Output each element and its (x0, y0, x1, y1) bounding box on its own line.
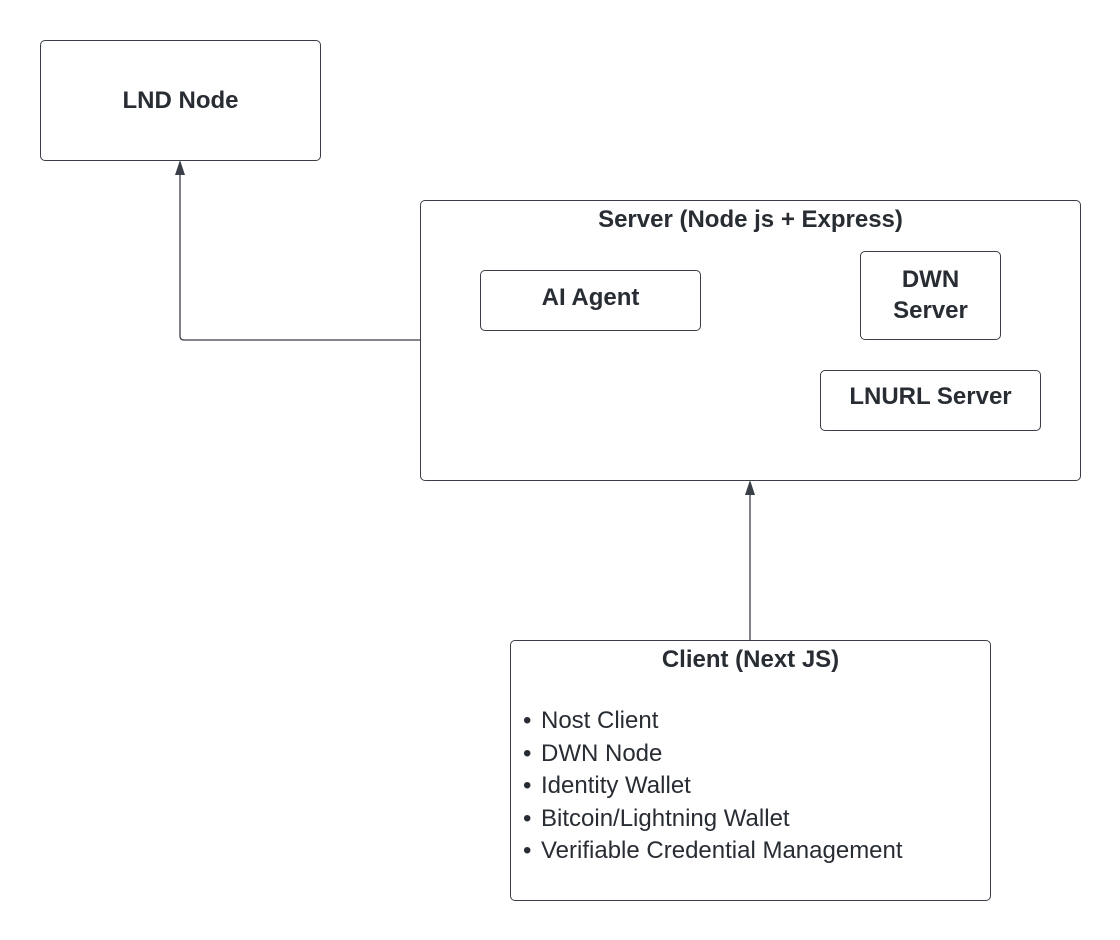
list-item: Verifiable Credential Management (523, 835, 903, 868)
list-item: Identity Wallet (523, 770, 903, 803)
lnd-node-box[interactable]: LND Node (40, 40, 321, 161)
ai-agent-box[interactable]: AI Agent (480, 270, 701, 331)
dwn-server-box[interactable]: DWN Server (860, 251, 1001, 340)
client-box[interactable]: Client (Next JS) Nost Client DWN Node Id… (510, 640, 991, 901)
list-item: Bitcoin/Lightning Wallet (523, 803, 903, 836)
lnd-node-label: LND Node (122, 87, 239, 114)
list-item: Nost Client (523, 705, 903, 738)
server-box[interactable]: Server (Node js + Express) (420, 200, 1081, 481)
ai-agent-label: AI Agent (541, 284, 640, 311)
arrowhead-server (745, 480, 755, 495)
client-title: Client (Next JS) (661, 646, 840, 673)
edge-server-to-lnd-node (179, 172, 420, 341)
dwn-server-label: DWN Server (893, 265, 968, 324)
server-title: Server (Node js + Express) (598, 206, 903, 233)
lnurl-server-box[interactable]: LNURL Server (820, 370, 1041, 431)
list-item: DWN Node (523, 738, 903, 771)
arrowhead-lnd-node (175, 160, 185, 175)
lnurl-server-label: LNURL Server (849, 383, 1012, 410)
client-feature-list: Nost Client DWN Node Identity Wallet Bit… (523, 705, 903, 868)
